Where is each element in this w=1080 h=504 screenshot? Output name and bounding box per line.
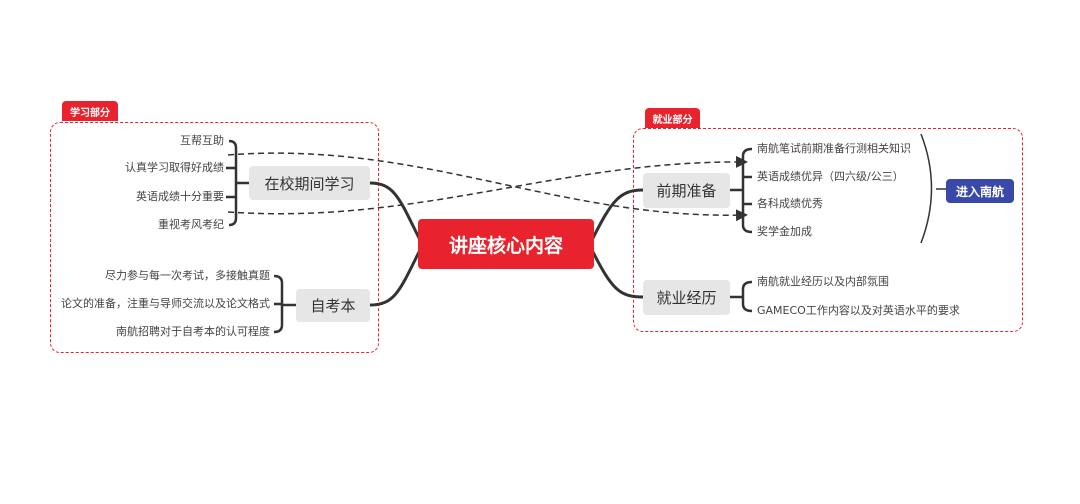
leaf-item[interactable]: 英语成绩优异（四六级/公三） [757,170,904,183]
leaf-item[interactable]: 南航笔试前期准备行测相关知识 [757,142,911,155]
study-section-tag: 学习部分 [62,101,118,121]
leaf-item[interactable]: 奖学金加成 [757,225,812,238]
leaf-item[interactable]: 英语成绩十分重要 [136,190,224,203]
career-section-tag: 就业部分 [645,108,700,128]
leaf-item[interactable]: 论文的准备，注重与导师交流以及论文格式 [61,297,270,310]
leaf-item[interactable]: 南航就业经历以及内部氛围 [757,275,889,288]
leaf-item[interactable]: 认真学习取得好成绩 [125,161,224,174]
topic-work-experience[interactable]: 就业经历 [643,280,730,315]
leaf-item[interactable]: GAMECO工作内容以及对英语水平的要求 [757,304,960,317]
topic-campus-study[interactable]: 在校期间学习 [249,166,370,200]
central-topic[interactable]: 讲座核心内容 [418,219,594,269]
topic-self-exam[interactable]: 自考本 [296,289,370,322]
topic-preparation[interactable]: 前期准备 [643,173,730,208]
leaf-item[interactable]: 互帮互助 [180,134,224,147]
leaf-item[interactable]: 尽力参与每一次考试，多接触真题 [105,269,270,282]
leaf-item[interactable]: 南航招聘对于自考本的认可程度 [116,325,270,338]
leaf-item[interactable]: 重视考风考纪 [158,218,224,231]
career-section-frame [633,128,1023,332]
leaf-item[interactable]: 各科成绩优秀 [757,197,823,210]
goal-node[interactable]: 进入南航 [946,179,1014,203]
study-section-frame [50,122,379,353]
